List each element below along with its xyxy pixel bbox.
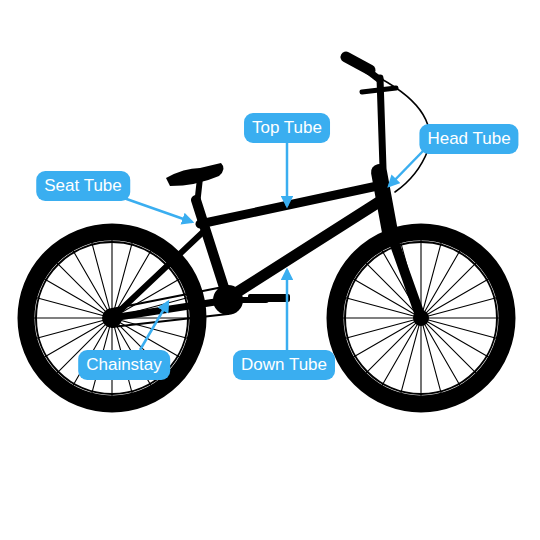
seatstay-tube bbox=[112, 232, 203, 318]
callout-box: Seat Tube bbox=[36, 171, 130, 201]
grip bbox=[346, 57, 370, 70]
callout-box: Top Tube bbox=[244, 113, 330, 143]
pedal bbox=[248, 294, 290, 302]
callout-label: Head Tube bbox=[427, 128, 510, 149]
leader-line bbox=[140, 302, 168, 350]
handlebar-crossbar bbox=[362, 88, 396, 92]
rear-sprocket bbox=[102, 308, 122, 328]
fork bbox=[388, 225, 421, 318]
callout-label: Down Tube bbox=[241, 354, 327, 375]
leader-line bbox=[118, 196, 192, 222]
callout-box: Chainstay bbox=[78, 350, 170, 380]
callout-label: Seat Tube bbox=[44, 175, 122, 196]
saddle bbox=[166, 163, 224, 186]
leader-line bbox=[286, 143, 289, 206]
callout-label: Top Tube bbox=[252, 117, 322, 138]
callout-label: Chainstay bbox=[86, 354, 162, 375]
leader-line bbox=[286, 270, 289, 350]
callout-box: Down Tube bbox=[233, 350, 335, 380]
leader-line bbox=[389, 150, 424, 186]
chainring bbox=[213, 285, 243, 315]
callout-box: Head Tube bbox=[419, 124, 518, 154]
down-tube bbox=[228, 200, 382, 298]
